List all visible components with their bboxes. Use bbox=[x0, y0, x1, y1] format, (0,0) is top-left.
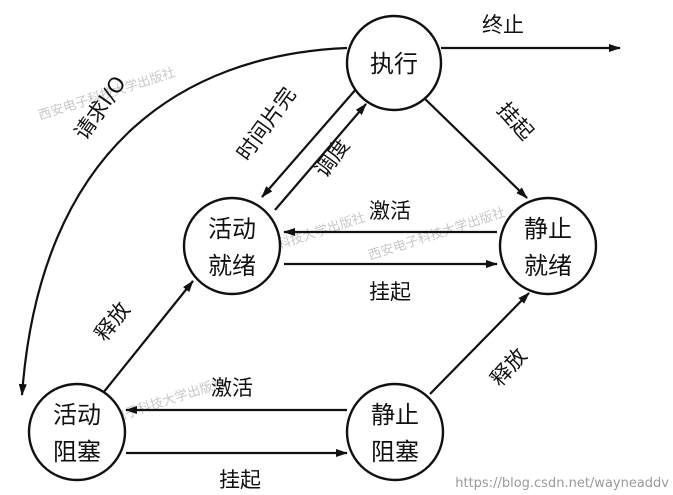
node-label: 阻塞 bbox=[371, 438, 419, 466]
node-label: 就绪 bbox=[208, 252, 256, 280]
label-dispatch: 调度 bbox=[310, 134, 354, 182]
label-suspend-ready: 挂起 bbox=[369, 280, 411, 304]
node-static-ready: 静止 就绪 bbox=[498, 196, 598, 296]
label-activate-ready: 激活 bbox=[369, 199, 411, 223]
edge-request-io bbox=[18, 46, 348, 396]
label-suspend-exec: 挂起 bbox=[492, 98, 538, 145]
node-circle bbox=[345, 14, 443, 112]
edge-release-static bbox=[429, 292, 530, 395]
edge-time-slice-done bbox=[261, 87, 358, 198]
node-label: 活动 bbox=[53, 401, 101, 429]
node-circle bbox=[345, 382, 445, 482]
label-suspend-blocked: 挂起 bbox=[219, 468, 261, 492]
edge-release-active bbox=[102, 280, 194, 394]
label-time-slice-done: 时间片完 bbox=[232, 83, 301, 165]
node-execute: 执行 bbox=[345, 14, 443, 112]
label-release-static: 释放 bbox=[486, 344, 532, 391]
node-label: 静止 bbox=[524, 215, 572, 243]
node-active-ready: 活动 就绪 bbox=[182, 196, 282, 296]
node-static-blocked: 静止 阻塞 bbox=[345, 382, 445, 482]
node-circle bbox=[498, 196, 598, 296]
edges bbox=[18, 44, 621, 457]
edge-suspend-exec bbox=[421, 95, 528, 199]
label-release-active: 释放 bbox=[90, 298, 135, 346]
label-terminate: 终止 bbox=[482, 13, 524, 37]
node-active-blocked: 活动 阻塞 bbox=[27, 382, 127, 482]
edge-dispatch bbox=[274, 103, 367, 211]
node-label: 活动 bbox=[208, 215, 256, 243]
node-circle bbox=[182, 196, 282, 296]
node-label: 执行 bbox=[370, 50, 418, 78]
node-label: 静止 bbox=[371, 401, 419, 429]
node-label: 就绪 bbox=[524, 252, 572, 280]
source-url-watermark: https://blog.csdn.net/wayneaddv bbox=[455, 476, 669, 491]
node-circle bbox=[27, 382, 127, 482]
node-label: 阻塞 bbox=[53, 438, 101, 466]
label-activate-blocked: 激活 bbox=[211, 376, 253, 400]
